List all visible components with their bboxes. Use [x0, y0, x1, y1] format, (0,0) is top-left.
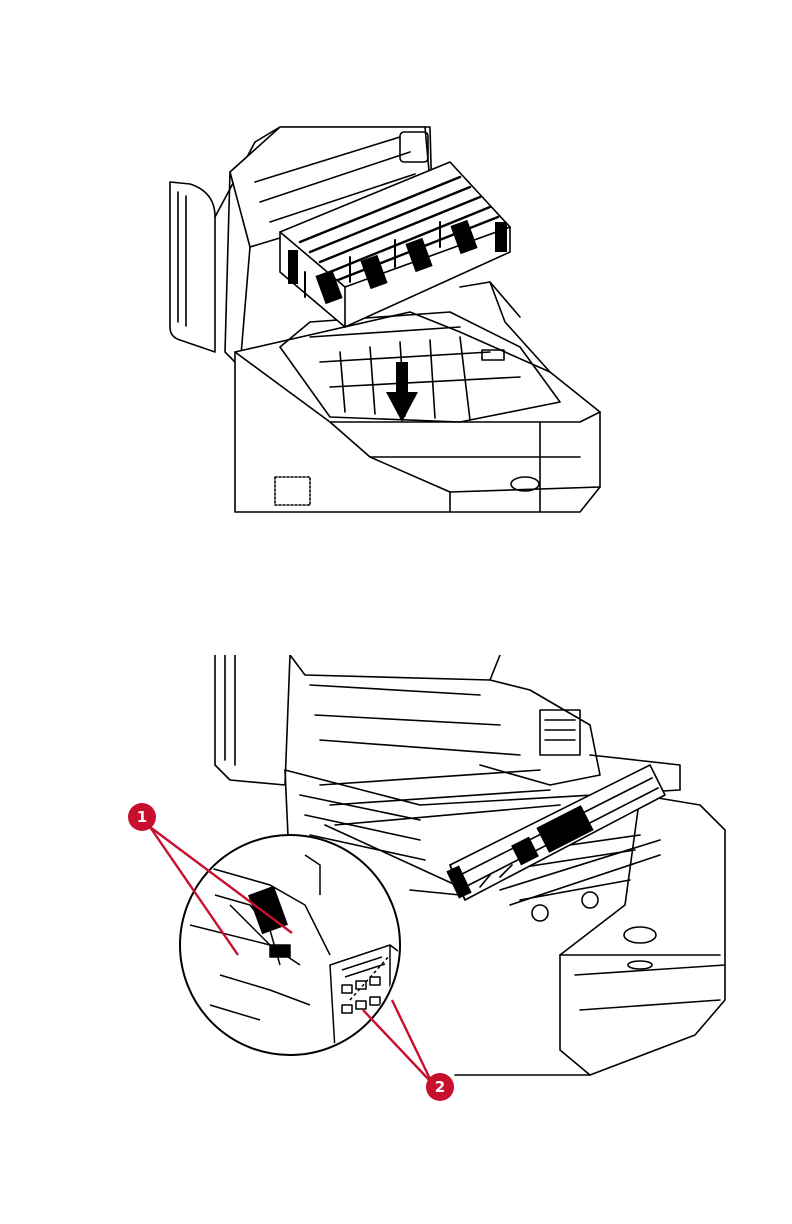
magnified-detail — [180, 835, 410, 1060]
callout-2: 2 — [363, 1000, 454, 1101]
image-drum-illustration — [160, 122, 605, 515]
callout-1-label: 1 — [137, 808, 147, 826]
callout-2-label: 2 — [435, 1078, 445, 1096]
toner-cartridge-illustration: 1 2 — [120, 655, 735, 1105]
